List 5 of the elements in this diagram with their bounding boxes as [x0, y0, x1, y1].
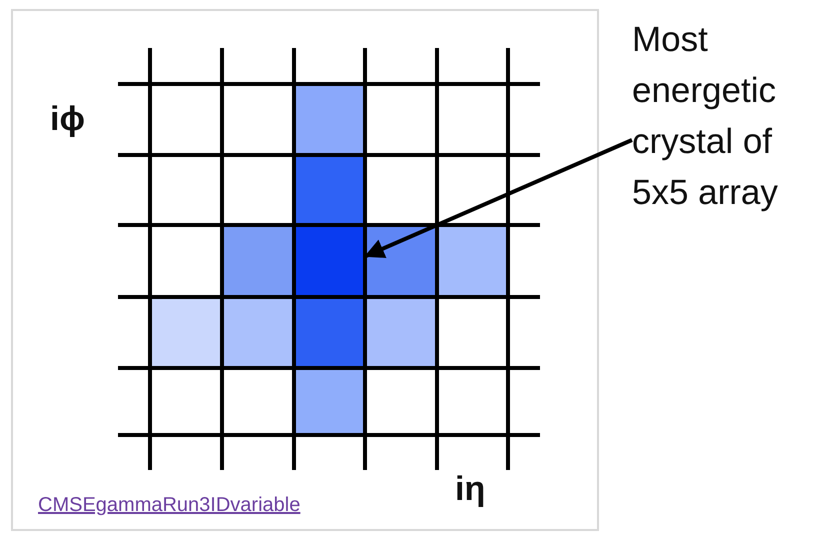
callout-text: Most energetic crystal of 5x5 array — [632, 14, 826, 218]
axis-label: iϕ — [50, 100, 85, 139]
arrow — [364, 138, 633, 258]
axis-label: iη — [455, 470, 486, 509]
source-link: CMSEgammaRun3IDvariable — [38, 494, 300, 517]
